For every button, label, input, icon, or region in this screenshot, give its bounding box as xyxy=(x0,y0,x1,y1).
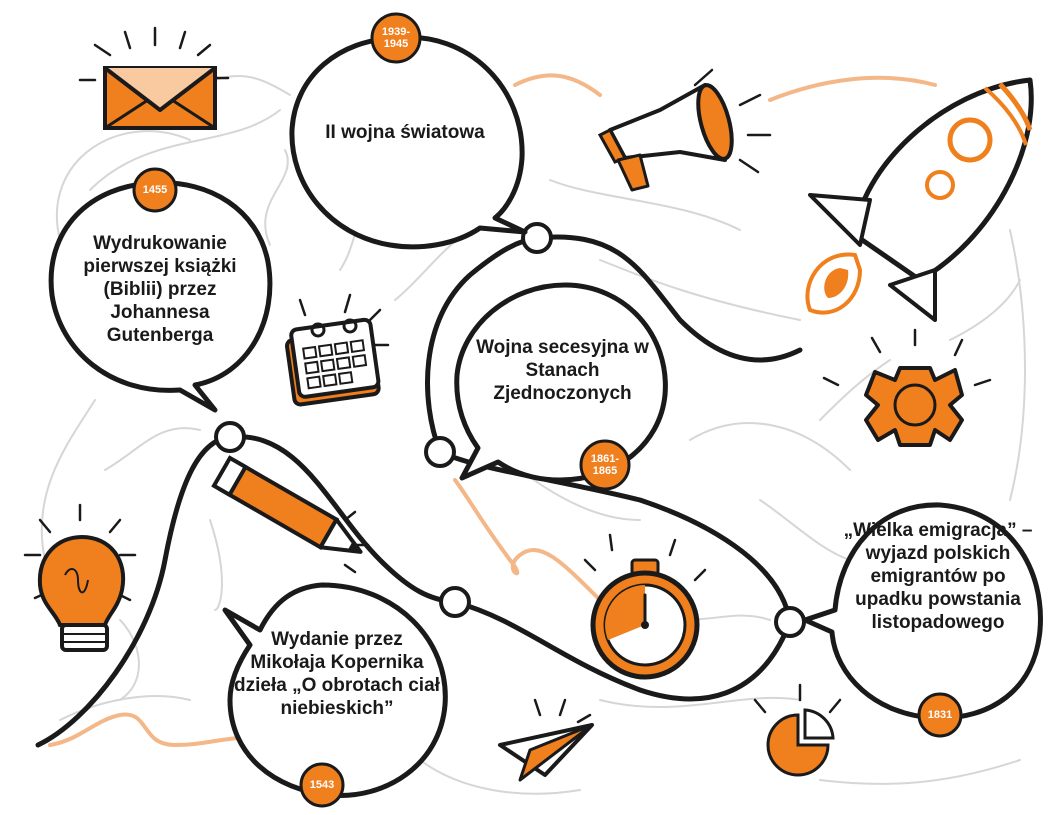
badge-1861 xyxy=(579,439,631,491)
gear-icon xyxy=(822,328,992,447)
event-text-emigration: „Wielka emigracja” – wyjazd polskich emi… xyxy=(843,520,1033,633)
badge-1939 xyxy=(370,12,422,64)
year-badge-1831: 1831 xyxy=(927,709,953,721)
badge-1543 xyxy=(299,762,345,808)
rocket-icon xyxy=(805,77,1034,322)
badge-1831 xyxy=(917,692,963,738)
paper-plane-icon xyxy=(498,698,594,782)
bubble-civil-war xyxy=(454,282,668,483)
year-badge-1455: 1455 xyxy=(142,184,168,196)
timeline-node xyxy=(439,586,471,618)
bubble-ww2 xyxy=(289,34,528,250)
envelope-icon xyxy=(78,26,230,130)
event-text-gutenberg: Wydrukowanie pierwszej książki (Biblii) … xyxy=(83,233,237,346)
timeline-node xyxy=(521,222,553,254)
year-badge-1861-1865: 1861- 1865 xyxy=(590,453,620,477)
year-badge-1543: 1543 xyxy=(309,779,335,791)
timeline-node xyxy=(424,436,456,468)
stopwatch-icon xyxy=(583,533,707,680)
calendar-icon xyxy=(284,293,390,407)
lightbulb-icon xyxy=(23,503,137,652)
timeline-node xyxy=(214,421,246,453)
megaphone-icon xyxy=(597,68,772,192)
event-text-copernicus: Wydanie przez Mikołaja Kopernika dzieła … xyxy=(234,629,440,719)
event-text-civil-war: Wojna secesyjna w Stanach Zjednoczonych xyxy=(476,337,649,404)
pie-chart-icon xyxy=(753,683,842,777)
pencil-icon xyxy=(211,455,370,574)
event-text-ww2: II wojna światowa xyxy=(325,122,485,143)
bubble-gutenberg xyxy=(48,180,273,413)
badge-1455 xyxy=(132,167,178,213)
year-badge-1939-1945: 1939- 1945 xyxy=(381,26,411,50)
